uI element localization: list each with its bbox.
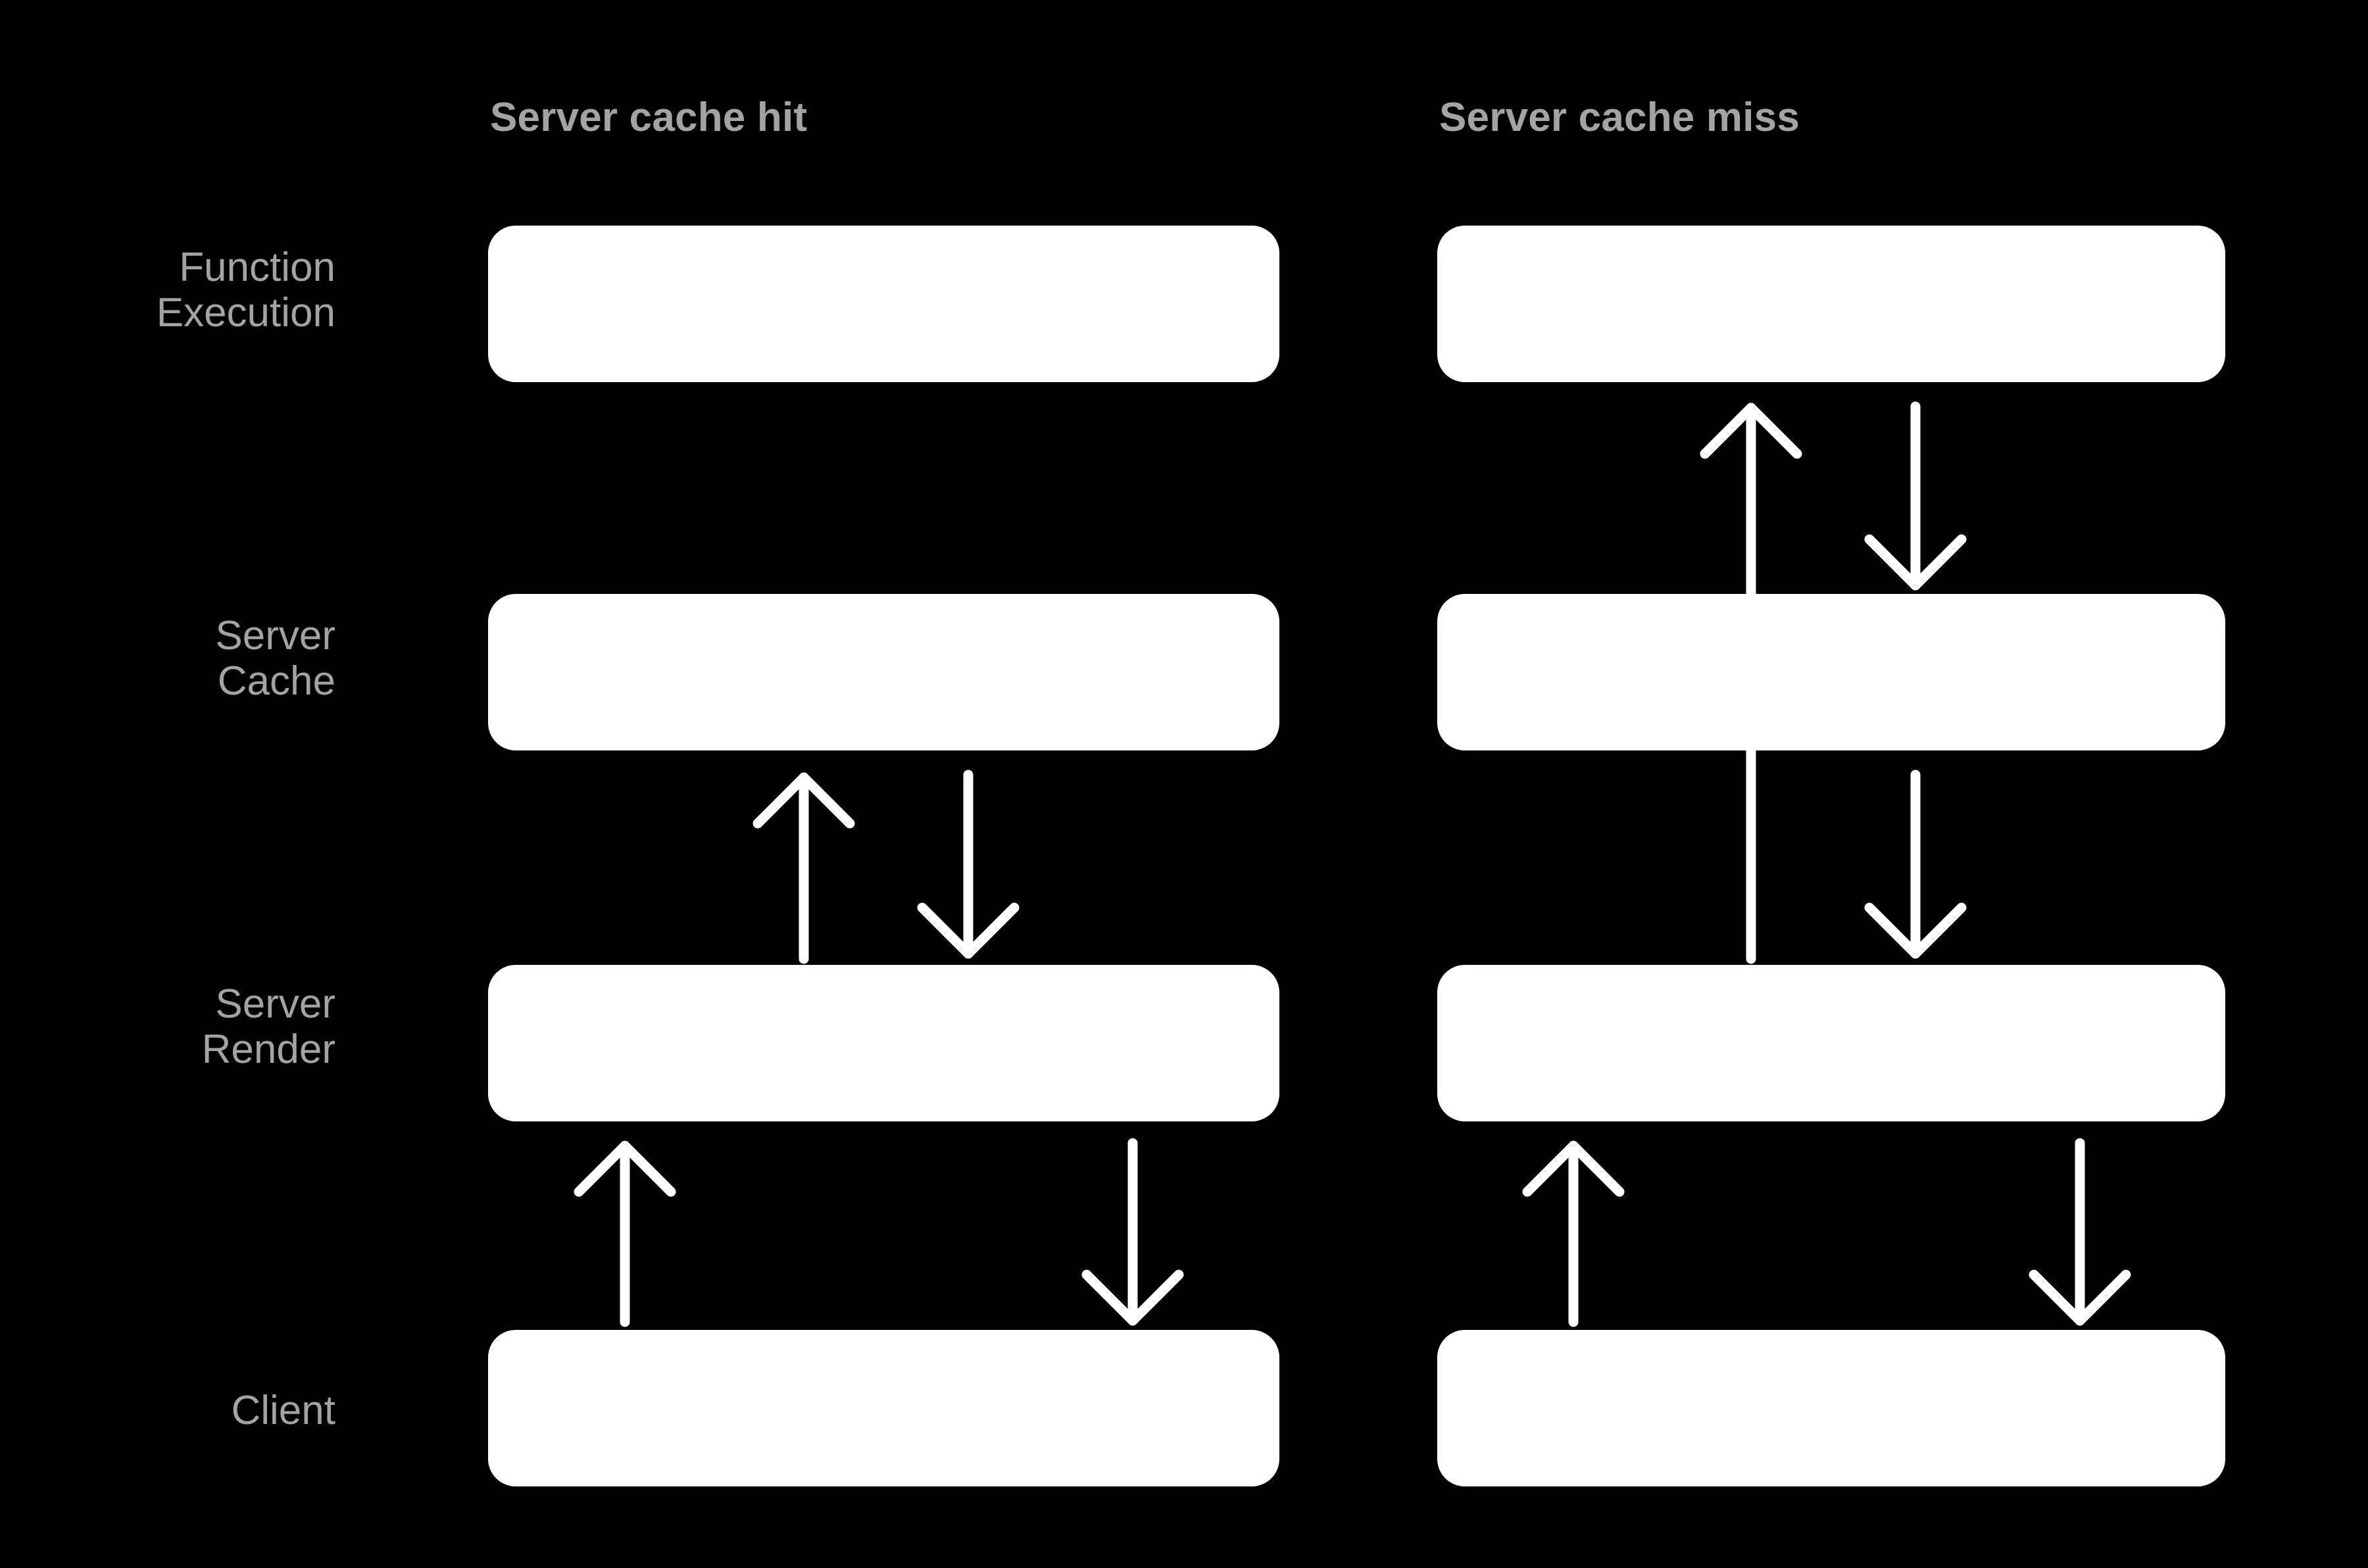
node-hit-server-render[interactable] (488, 965, 1279, 1121)
column-header-server-cache-miss: Server cache miss (1439, 95, 1800, 140)
node-hit-function-execution[interactable] (488, 226, 1279, 382)
node-miss-function-execution[interactable] (1437, 226, 2225, 382)
arrow-hit-render-to-client (1081, 1138, 1184, 1326)
row-label-server-render: Server Render (201, 981, 335, 1073)
row-label-client: Client (231, 1388, 335, 1433)
column-header-server-cache-hit: Server cache hit (490, 95, 808, 140)
arrow-miss-function-to-cache (1864, 401, 1967, 591)
arrow-hit-client-to-render (574, 1140, 676, 1327)
node-miss-server-cache[interactable] (1437, 594, 2225, 750)
node-miss-client[interactable] (1437, 1330, 2225, 1486)
row-label-function-execution: Function Execution (156, 245, 335, 336)
arrow-miss-cache-to-render (1864, 770, 1967, 959)
arrow-miss-render-to-client (2029, 1138, 2131, 1326)
node-hit-client[interactable] (488, 1330, 1279, 1486)
node-miss-server-render[interactable] (1437, 965, 2225, 1121)
arrow-miss-client-to-render (1522, 1140, 1625, 1327)
node-hit-server-cache[interactable] (488, 594, 1279, 750)
arrow-hit-cache-to-render (917, 770, 1020, 959)
row-label-server-cache: Server Cache (215, 613, 335, 704)
arrow-hit-render-to-cache (752, 772, 855, 964)
